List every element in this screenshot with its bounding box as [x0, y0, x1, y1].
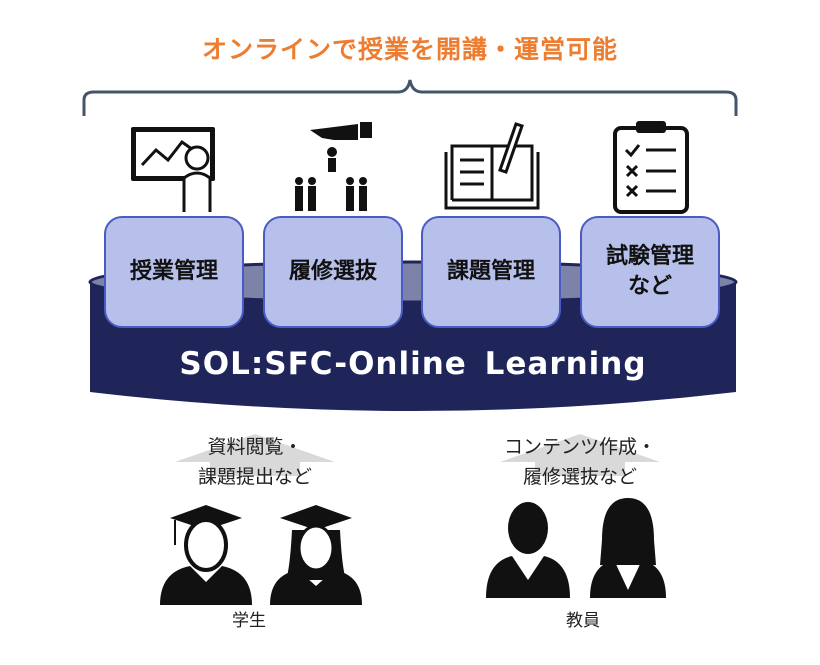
module-box-enrollment-selection: 履修選抜 — [263, 216, 403, 328]
teachers-label: 教員 — [566, 611, 600, 631]
students-caption: 資料閲覧・ 課題提出など — [197, 436, 312, 488]
brace — [82, 79, 738, 116]
student-female-icon — [270, 505, 362, 605]
students-label: 学生 — [232, 611, 266, 631]
module-box-assignment-management: 課題管理 — [421, 216, 561, 328]
up-arrow-teachers — [500, 434, 660, 476]
teachers-caption: コンテンツ作成・ 履修選抜など — [503, 436, 656, 488]
teacher-male-icon — [486, 502, 570, 598]
teacher-female-icon — [590, 498, 666, 598]
checklist-clipboard-icon — [613, 121, 689, 214]
book-pencil-icon — [444, 122, 540, 210]
student-male-icon — [160, 505, 252, 605]
diagram-title: オンラインで授業を開講・運営可能 — [201, 35, 618, 64]
up-arrow-students — [175, 434, 335, 476]
selection-hand-icon — [295, 122, 372, 211]
platform-label: SOL:SFC-Online Learning — [179, 346, 647, 382]
platform-cylinder — [90, 282, 736, 411]
presentation-icon — [131, 127, 215, 212]
module-box-exam-management: 試験管理 など — [580, 216, 720, 328]
platform-cylinder-top — [88, 260, 738, 304]
module-box-course-management: 授業管理 — [104, 216, 244, 328]
